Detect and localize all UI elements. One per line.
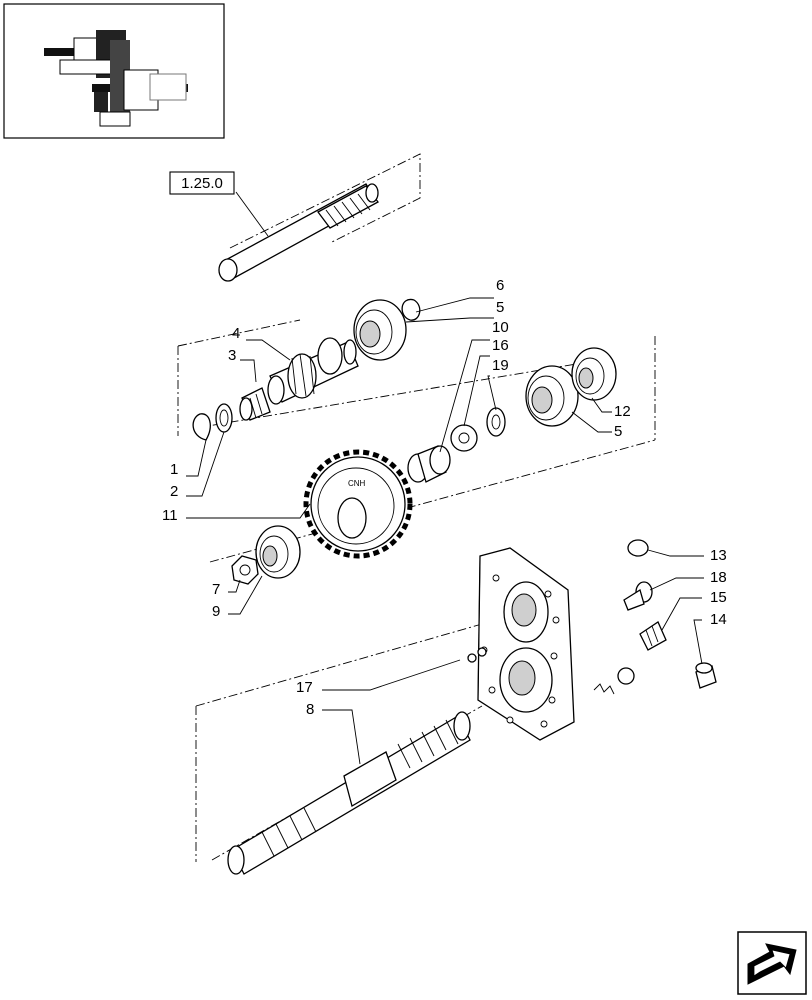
callout-16[interactable]: 16 bbox=[492, 337, 509, 354]
bushing-10[interactable] bbox=[407, 445, 451, 483]
leader-lines bbox=[186, 297, 704, 765]
circlip-1[interactable] bbox=[192, 413, 211, 441]
callout-10[interactable]: 10 bbox=[492, 319, 509, 336]
callout-5[interactable]: 5 bbox=[496, 299, 504, 316]
callout-9[interactable]: 9 bbox=[212, 603, 220, 620]
spring-15[interactable] bbox=[639, 621, 667, 651]
gear-shaft-4[interactable] bbox=[267, 337, 359, 405]
washer-13[interactable] bbox=[627, 539, 649, 557]
shaft-8[interactable] bbox=[227, 711, 471, 875]
spring-small bbox=[593, 683, 615, 695]
callout-12[interactable]: 12 bbox=[614, 403, 631, 420]
callout-17[interactable]: 17 bbox=[296, 679, 313, 696]
callout-6[interactable]: 6 bbox=[496, 277, 504, 294]
bearing-12[interactable] bbox=[571, 347, 617, 401]
next-page-arrow-icon[interactable] bbox=[737, 931, 807, 995]
nut-7[interactable] bbox=[231, 555, 259, 585]
callout-13[interactable]: 13 bbox=[710, 547, 727, 564]
sprocket-16[interactable] bbox=[450, 424, 478, 452]
gear-marking: CNH bbox=[348, 479, 366, 488]
bearing-5-upper[interactable] bbox=[353, 299, 407, 361]
callout-2[interactable]: 2 bbox=[170, 483, 178, 500]
callout-5b[interactable]: 5 bbox=[614, 423, 622, 440]
plug-18[interactable] bbox=[623, 581, 653, 611]
washer-2[interactable] bbox=[215, 403, 233, 433]
gear-11[interactable]: CNH bbox=[303, 449, 413, 559]
callout-3[interactable]: 3 bbox=[228, 347, 236, 364]
reference-shaft bbox=[218, 153, 421, 282]
reference-label-box[interactable]: 1.25.0 bbox=[169, 171, 235, 195]
callout-18[interactable]: 18 bbox=[710, 569, 727, 586]
ball bbox=[617, 667, 635, 685]
bushing-14[interactable] bbox=[695, 662, 717, 689]
bearing-9[interactable] bbox=[255, 525, 301, 579]
callout-15[interactable]: 15 bbox=[710, 589, 727, 606]
needle-bearing-3[interactable] bbox=[239, 387, 271, 421]
callout-19[interactable]: 19 bbox=[492, 357, 509, 374]
assembly-thumbnail-icon[interactable] bbox=[3, 3, 225, 139]
callout-8[interactable]: 8 bbox=[306, 701, 314, 718]
circlip-6[interactable] bbox=[401, 298, 421, 321]
callout-4[interactable]: 4 bbox=[232, 325, 240, 342]
callout-1[interactable]: 1 bbox=[170, 461, 178, 478]
callouts: 6 5 10 16 19 4 3 12 5 1 2 11 7 9 13 18 1… bbox=[162, 277, 727, 718]
callout-11[interactable]: 11 bbox=[162, 507, 178, 524]
reference-label: 1.25.0 bbox=[181, 175, 223, 192]
washer-19[interactable] bbox=[486, 407, 506, 437]
callout-7[interactable]: 7 bbox=[212, 581, 220, 598]
callout-14[interactable]: 14 bbox=[710, 611, 727, 628]
bearing-5-lower[interactable] bbox=[525, 365, 579, 427]
housing-plate-17[interactable] bbox=[467, 547, 575, 741]
